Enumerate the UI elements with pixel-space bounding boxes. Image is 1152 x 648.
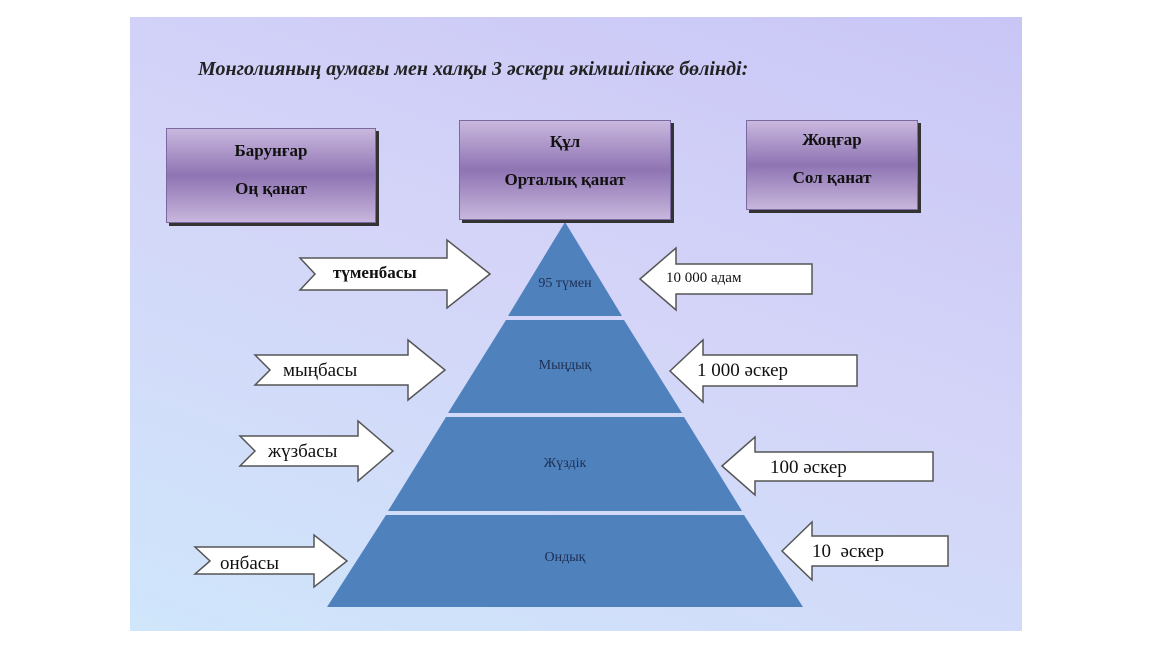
wing-name: Жоңғар <box>802 130 862 149</box>
arrow-left-3 <box>720 435 934 497</box>
size-label: 10 000 адам <box>666 270 742 286</box>
arrow-left-4 <box>780 520 949 582</box>
wing-name: Құл <box>549 132 581 151</box>
arrow-left-1 <box>638 246 813 312</box>
pyramid-level-3 <box>388 417 742 511</box>
commander-label: онбасы <box>220 553 279 574</box>
wing-sub: Орталық қанат <box>504 170 626 189</box>
pyramid-level-4 <box>327 515 803 607</box>
wing-box-barungar: Барунғар Оң қанат <box>166 128 376 223</box>
arrow-left-2 <box>668 338 858 404</box>
arrow-right-4 <box>192 533 349 589</box>
slide-title: Монголияның аумағы мен халқы 3 әскери әк… <box>198 58 749 80</box>
wing-name: Барунғар <box>234 141 308 160</box>
pyramid-level-1 <box>508 222 622 316</box>
wing-box-zhongar: Жоңғар Сол қанат <box>746 120 918 210</box>
arrow-right-2 <box>253 338 447 402</box>
commander-label: түменбасы <box>333 263 417 282</box>
size-label: 10 әскер <box>812 541 885 562</box>
pyramid-label: Ондық <box>544 550 586 565</box>
arrow-right-3 <box>238 419 395 483</box>
pyramid-label: Жүздік <box>543 456 587 471</box>
commander-label: мыңбасы <box>283 360 358 381</box>
commander-label: жүзбасы <box>268 441 338 462</box>
size-label: 100 әскер <box>770 457 847 478</box>
arrow-right-1 <box>298 238 492 310</box>
pyramid-label: Мыңдық <box>538 358 592 373</box>
size-label: 1 000 әскер <box>697 360 789 381</box>
pyramid-label: 95 түмен <box>538 276 592 291</box>
wing-sub: Оң қанат <box>235 179 307 198</box>
wing-sub: Сол қанат <box>792 168 872 187</box>
pyramid-level-2 <box>448 320 682 413</box>
wing-box-kul: Құл Орталық қанат <box>459 120 671 220</box>
